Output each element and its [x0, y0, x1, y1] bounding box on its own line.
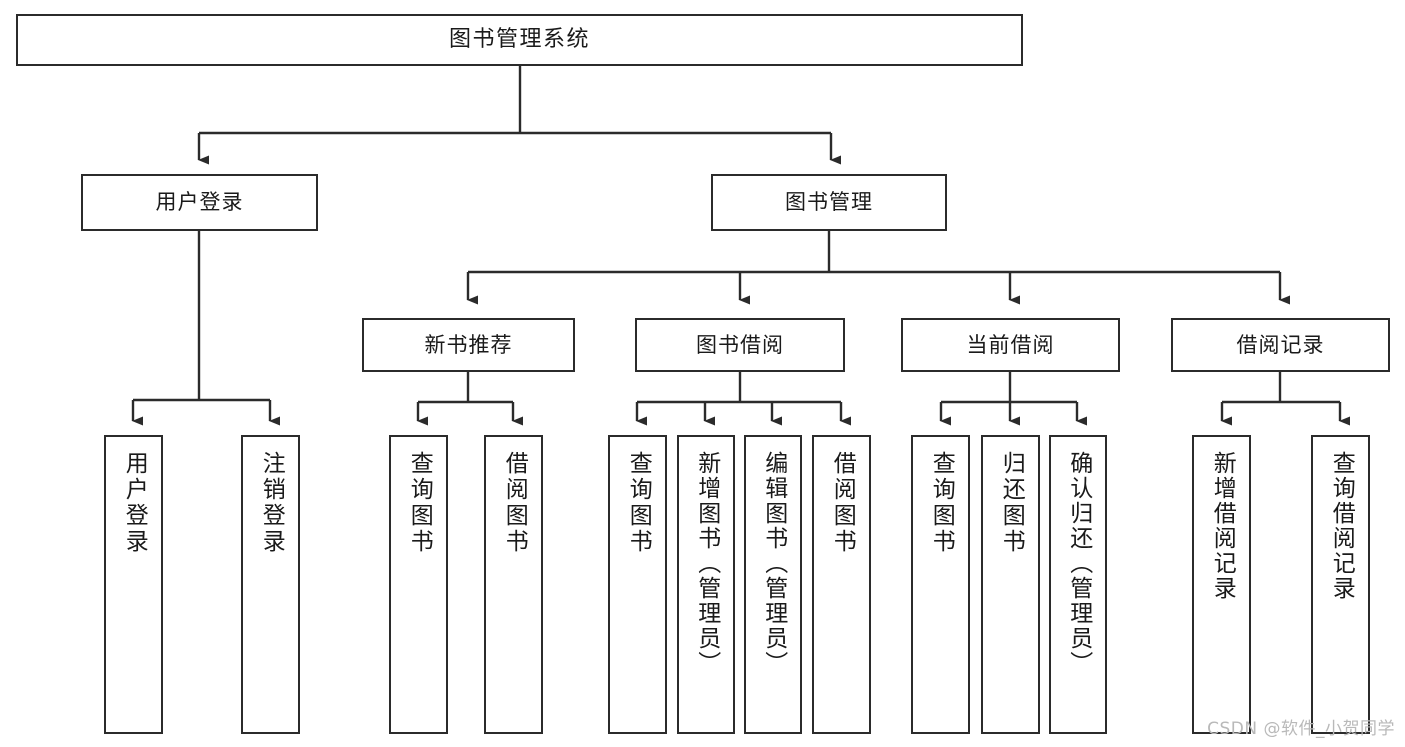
leaf-borrow-query-book[interactable]: 查询图书 [608, 435, 667, 734]
node-root-system[interactable]: 图书管理系统 [16, 14, 1023, 66]
leaf-borrow-edit-book-admin[interactable]: 编辑图书（管理员） [744, 435, 802, 734]
node-label: 新增图书（管理员） [693, 451, 720, 676]
leaf-recommend-borrow-book[interactable]: 借阅图书 [484, 435, 543, 734]
node-label: 新增借阅记录 [1209, 451, 1236, 601]
node-label: 确认归还（管理员） [1065, 451, 1092, 676]
leaf-current-return-book[interactable]: 归还图书 [981, 435, 1040, 734]
leaf-current-confirm-return-admin[interactable]: 确认归还（管理员） [1049, 435, 1107, 734]
node-label: 归还图书 [998, 451, 1025, 555]
watermark-text: CSDN @软件_小贺同学 [1207, 719, 1395, 739]
node-label: 图书管理系统 [448, 27, 590, 53]
leaf-borrow-borrow-book[interactable]: 借阅图书 [812, 435, 871, 734]
node-label: 查询图书 [406, 451, 433, 555]
leaf-current-query-book[interactable]: 查询图书 [911, 435, 970, 734]
node-label: 用户登录 [121, 451, 148, 555]
leaf-recommend-query-book[interactable]: 查询图书 [389, 435, 448, 734]
node-new-book-recommend[interactable]: 新书推荐 [362, 318, 575, 372]
node-label: 新书推荐 [424, 332, 513, 357]
node-label: 当前借阅 [966, 332, 1055, 357]
node-current-borrow[interactable]: 当前借阅 [901, 318, 1120, 372]
node-label: 图书借阅 [696, 332, 784, 357]
node-label: 用户登录 [155, 190, 244, 215]
node-book-borrow[interactable]: 图书借阅 [635, 318, 845, 372]
leaf-user-logout[interactable]: 注销登录 [241, 435, 300, 734]
node-label: 查询图书 [928, 451, 955, 555]
leaf-user-login[interactable]: 用户登录 [104, 435, 163, 734]
node-label: 查询图书 [625, 451, 652, 555]
node-label: 查询借阅记录 [1328, 451, 1355, 601]
node-borrow-record[interactable]: 借阅记录 [1171, 318, 1390, 372]
leaf-borrow-add-book-admin[interactable]: 新增图书（管理员） [677, 435, 735, 734]
node-user-login[interactable]: 用户登录 [81, 174, 318, 231]
node-book-management[interactable]: 图书管理 [711, 174, 947, 231]
leaf-record-add-borrow-record[interactable]: 新增借阅记录 [1192, 435, 1251, 734]
node-label: 编辑图书（管理员） [760, 451, 787, 676]
leaf-record-query-borrow-record[interactable]: 查询借阅记录 [1311, 435, 1370, 734]
node-label: 注销登录 [258, 451, 285, 555]
node-label: 借阅图书 [501, 451, 528, 555]
node-label: 图书管理 [785, 190, 873, 215]
node-label: 借阅记录 [1236, 332, 1325, 357]
node-label: 借阅图书 [829, 451, 856, 555]
